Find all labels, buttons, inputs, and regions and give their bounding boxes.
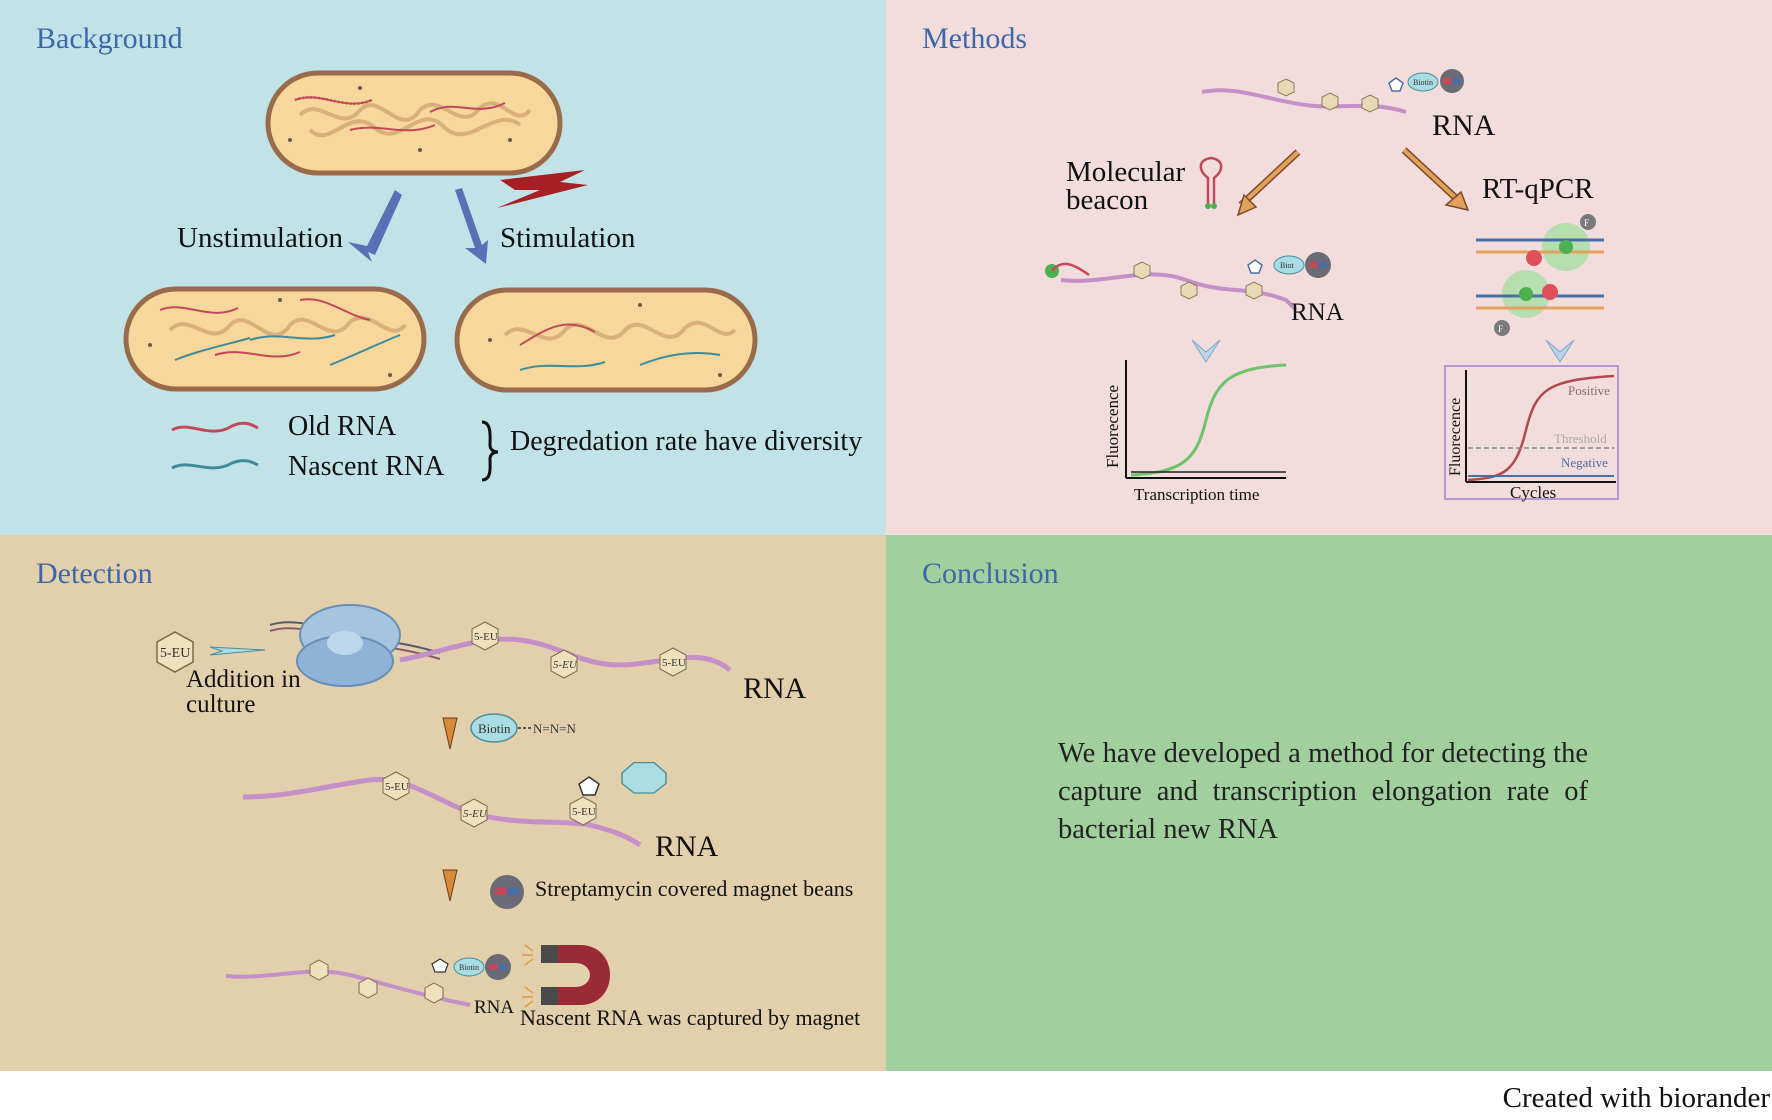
svg-text:Biotin: Biotin <box>1413 78 1433 87</box>
addition-label-2: culture <box>186 691 255 718</box>
arrow-down-right-icon <box>455 188 488 264</box>
svg-text:5-EU: 5-EU <box>572 806 596 818</box>
svg-text:5-EU: 5-EU <box>553 659 578 671</box>
captured-label: Nascent RNA was captured by magnet <box>520 1005 860 1030</box>
molecular-beacon-label-1: Molecular <box>1066 156 1186 188</box>
methods-illustration: Biotin RNA Molecular beacon RT-qPCR <box>1045 69 1619 504</box>
positive-label: Positive <box>1568 383 1610 398</box>
rna-label-3: RNA <box>474 997 514 1018</box>
svg-text:5-EU: 5-EU <box>463 808 488 820</box>
svg-text:F: F <box>1584 218 1589 228</box>
bacterium-stimulated <box>454 287 758 393</box>
methods-panel: Methods Biotin RNA Molecular beacon <box>886 0 1772 535</box>
footer-credit: Created with biorander <box>1502 1082 1770 1114</box>
azide-label: N=N=N <box>533 721 576 736</box>
rna-label-2: RNA <box>655 830 719 863</box>
5eu-hexagon-icon <box>156 631 194 673</box>
arrow-to-rtqpcr-icon <box>1401 147 1470 212</box>
svg-text:5-EU: 5-EU <box>160 646 190 661</box>
lightning-icon <box>497 170 588 208</box>
detection-panel: Detection 5-EU Addition in culture 5-EU … <box>0 535 886 1071</box>
background-panel: Background Unstimulation Stimulation <box>0 0 886 535</box>
svg-text:5-EU: 5-EU <box>474 631 498 643</box>
threshold-label: Threshold <box>1554 431 1607 446</box>
hairpin-probe-icon <box>1199 156 1223 209</box>
rna-top-label: RNA <box>1432 109 1496 142</box>
background-illustration: Unstimulation Stimulation <box>123 70 862 482</box>
legend-old-rna-swatch <box>171 421 259 433</box>
legend-brace <box>481 420 499 482</box>
chevron-down-icon <box>1191 339 1221 363</box>
rna-mid-label: RNA <box>1291 299 1344 326</box>
detection-illustration: 5-EU Addition in culture 5-EU 5-EU 5-EU … <box>156 604 860 1030</box>
chart2-ylabel: Fluorecence <box>1447 398 1464 476</box>
chart1-xlabel: Transcription time <box>1134 485 1259 504</box>
biotin-azide-icon <box>470 713 518 743</box>
pentagon-linker-icon <box>578 776 600 796</box>
addition-label-1: Addition in <box>186 666 301 693</box>
legend-old-rna-label: Old RNA <box>288 411 397 442</box>
methods-title: Methods <box>922 22 1027 55</box>
background-title: Background <box>36 22 183 55</box>
rtqpcr-label: RT-qPCR <box>1482 173 1594 205</box>
biotin-tag-icon <box>1407 72 1439 92</box>
chart1-ylabel: Fluorecence <box>1103 385 1122 468</box>
legend-note-label: Degredation rate have diversity <box>510 426 862 457</box>
conclusion-panel: Conclusion We have developed a method fo… <box>886 535 1772 1071</box>
pipette-icon <box>442 717 458 750</box>
legend-nascent-rna-label: Nascent RNA <box>288 451 445 482</box>
qpcr-cycles-chart: Positive Threshold Negative Cycles Fluor… <box>1444 365 1619 502</box>
arrow-right-icon <box>209 646 266 656</box>
magnet-icon <box>522 944 610 1008</box>
chevron-down-icon <box>1545 339 1575 363</box>
stimulation-label: Stimulation <box>500 222 636 254</box>
beacon-bound-rna: Biot <box>1045 252 1331 312</box>
svg-text:Biotin: Biotin <box>478 721 511 736</box>
svg-text:5-EU: 5-EU <box>385 781 409 793</box>
svg-text:Biot: Biot <box>1280 261 1295 270</box>
pipette-icon <box>442 869 458 902</box>
bacterium-top <box>265 70 563 176</box>
detection-title: Detection <box>36 557 153 590</box>
arrow-to-beacon-icon <box>1236 149 1301 217</box>
chart2-xlabel: Cycles <box>1510 483 1556 502</box>
negative-label: Negative <box>1561 455 1608 470</box>
svg-text:Biotin: Biotin <box>459 963 479 972</box>
arrow-down-left-icon <box>348 190 402 262</box>
positive-curve <box>1467 374 1615 482</box>
svg-text:5-EU: 5-EU <box>662 657 686 669</box>
qpcr-amplification-diagram: F F <box>1476 214 1604 336</box>
svg-text:F: F <box>1498 324 1503 334</box>
molecular-beacon-label-2: beacon <box>1066 184 1149 216</box>
rna-label-1: RNA <box>743 672 807 705</box>
streptamycin-label: Streptamycin covered magnet beans <box>535 876 853 901</box>
unstimulation-label: Unstimulation <box>177 222 343 254</box>
fluorescence-curve <box>1130 363 1287 477</box>
bacterium-unstimulated <box>123 286 427 392</box>
pentagon-linker-icon <box>1388 77 1404 92</box>
legend-nascent-rna-swatch <box>171 459 259 470</box>
conclusion-text: We have developed a method for detecting… <box>1058 738 1588 845</box>
biotin-octagon-icon <box>621 762 667 794</box>
conclusion-title: Conclusion <box>922 557 1059 590</box>
fluorescence-time-chart: Transcription time Fluorecence <box>1103 360 1287 504</box>
rna-polymerase-icon <box>269 604 441 687</box>
